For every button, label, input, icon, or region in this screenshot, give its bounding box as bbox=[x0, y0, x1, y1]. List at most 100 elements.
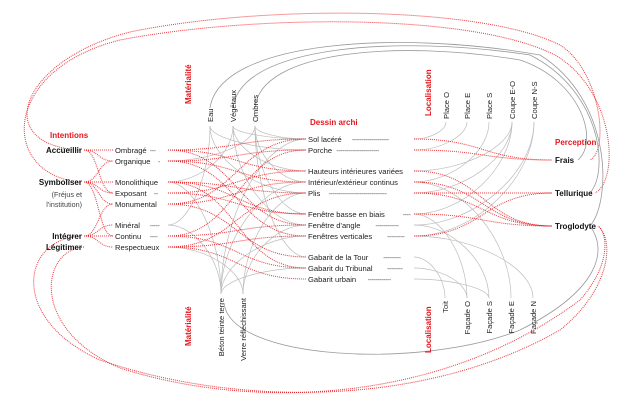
dessin-leader: ------------ bbox=[368, 277, 392, 284]
material-perception-arc bbox=[223, 225, 599, 355]
material-location-links bbox=[167, 42, 604, 355]
localisation-top-item: Place O bbox=[442, 92, 451, 119]
attribute-link bbox=[167, 125, 234, 183]
goal-intention-link bbox=[83, 149, 114, 162]
materialite-top-item: Eau bbox=[206, 108, 215, 122]
attribute-link bbox=[413, 235, 534, 299]
dessin-leader: -------- bbox=[387, 266, 404, 273]
materialite-bottom-item: Verre réfléchissant bbox=[239, 297, 248, 361]
intention-item: Respectueux bbox=[115, 243, 160, 252]
intention-item: Organique bbox=[115, 157, 150, 166]
localisation-bottom-item: Façade O bbox=[463, 301, 472, 334]
goal-integrer: Intégrer bbox=[52, 232, 82, 241]
intention-item: Monumental bbox=[115, 200, 157, 209]
dessin-item: Gabarit du Tribunal bbox=[308, 264, 373, 273]
localisation-bottom-item: Façade N bbox=[529, 301, 538, 334]
goal-intention-link bbox=[83, 181, 114, 205]
dessin-item: Intérieur/extérieur continus bbox=[308, 178, 398, 187]
materialite-top-item: Ombres bbox=[251, 95, 260, 122]
dessin-perception-link bbox=[413, 170, 553, 227]
localisation-top-item: Coupe E-O bbox=[508, 81, 517, 119]
goal-intention-link bbox=[83, 235, 114, 248]
intention-dessin-link bbox=[167, 160, 307, 237]
header-localisation-top: Localisation bbox=[424, 69, 433, 116]
attribute-link bbox=[413, 213, 468, 299]
attribute-link bbox=[254, 125, 307, 183]
header-dessin-archi: Dessin archi bbox=[310, 118, 358, 127]
goal-perception-arc bbox=[23, 21, 610, 194]
attribute-link bbox=[232, 125, 307, 140]
intention-item: Exposant bbox=[115, 189, 148, 198]
intention-dessin-link bbox=[167, 149, 307, 226]
attribute-link bbox=[209, 125, 307, 194]
attribute-link bbox=[254, 125, 307, 258]
attribute-link bbox=[413, 256, 446, 299]
intention-dessin-link bbox=[167, 170, 307, 194]
attribute-link bbox=[220, 138, 307, 295]
localisation-bottom-item: Toit bbox=[441, 300, 450, 313]
attribute-link bbox=[232, 125, 307, 172]
intention-leader: - bbox=[158, 159, 161, 166]
attribute-link bbox=[254, 125, 307, 140]
dessin-item: Hauteurs intérieures variées bbox=[308, 167, 403, 176]
attribute-link bbox=[413, 121, 535, 237]
localisation-top-item: Place E bbox=[463, 93, 472, 119]
materialite-top-item: Végétaux bbox=[229, 90, 238, 122]
attribute-link bbox=[413, 181, 512, 299]
material-perception-arc bbox=[209, 42, 604, 227]
attribute-link bbox=[167, 224, 222, 295]
localisation-top-item: Coupe N-S bbox=[530, 81, 539, 119]
goal-intention-link bbox=[83, 160, 114, 183]
attribute-link bbox=[209, 125, 307, 151]
concept-links bbox=[83, 138, 553, 280]
material-perception-arc bbox=[232, 45, 600, 194]
goal-symboliser-note-1: (Fréjus et bbox=[52, 190, 82, 199]
attribute-link bbox=[242, 224, 307, 295]
outer-arcs bbox=[23, 12, 610, 394]
attribute-link bbox=[220, 235, 307, 295]
header-intentions: Intentions bbox=[50, 131, 89, 140]
attribute-link bbox=[242, 192, 307, 295]
intention-leader: --- bbox=[150, 148, 157, 155]
intention-leader: ----- bbox=[150, 223, 161, 230]
goal-intention-link bbox=[83, 181, 114, 237]
dessin-leader: --------- bbox=[387, 234, 405, 241]
dessin-perception-link bbox=[413, 181, 553, 227]
attribute-link bbox=[220, 181, 307, 295]
attribute-link bbox=[413, 121, 513, 172]
attribute-link bbox=[413, 121, 447, 140]
attribute-link bbox=[254, 125, 307, 215]
intention-item: Monolithique bbox=[115, 178, 158, 187]
dessin-item: Porche bbox=[308, 146, 332, 155]
localisation-top-item: Place S bbox=[485, 93, 494, 119]
attribute-link bbox=[413, 278, 490, 299]
attribute-link bbox=[413, 267, 468, 299]
dessin-leader: - bbox=[422, 180, 425, 187]
localisation-bottom-item: Façade E bbox=[507, 301, 516, 334]
goal-intention-link bbox=[83, 203, 114, 237]
intention-dessin-link bbox=[167, 181, 307, 269]
attribute-link bbox=[167, 125, 256, 162]
perception-item: Tellurique bbox=[555, 189, 593, 198]
perception-item: Frais bbox=[555, 156, 575, 165]
header-materialite-top: Matérialité bbox=[184, 64, 193, 104]
intention-leader: ---- bbox=[150, 234, 159, 241]
goal-intention-link bbox=[83, 181, 114, 194]
attribute-link bbox=[413, 121, 468, 151]
dessin-leader: ---- bbox=[403, 212, 412, 219]
dessin-leader: ------------------- bbox=[352, 137, 390, 144]
intention-dessin-link bbox=[167, 224, 307, 237]
intention-dessin-link bbox=[167, 149, 307, 172]
intention-dessin-link bbox=[167, 138, 307, 205]
goal-intention-link bbox=[83, 224, 114, 237]
header-materialite-bottom: Matérialité bbox=[184, 306, 193, 346]
dessin-item: Gabarit de la Tour bbox=[308, 253, 369, 262]
attribute-link bbox=[413, 121, 490, 183]
intention-item: Minéral bbox=[115, 221, 140, 230]
goal-symboliser-note-2: l'institution) bbox=[46, 200, 82, 209]
dessin-perception-link bbox=[413, 138, 553, 161]
dessin-leader: ------------------------------ bbox=[329, 191, 388, 198]
localisation-bottom-item: Façade S bbox=[485, 301, 494, 334]
